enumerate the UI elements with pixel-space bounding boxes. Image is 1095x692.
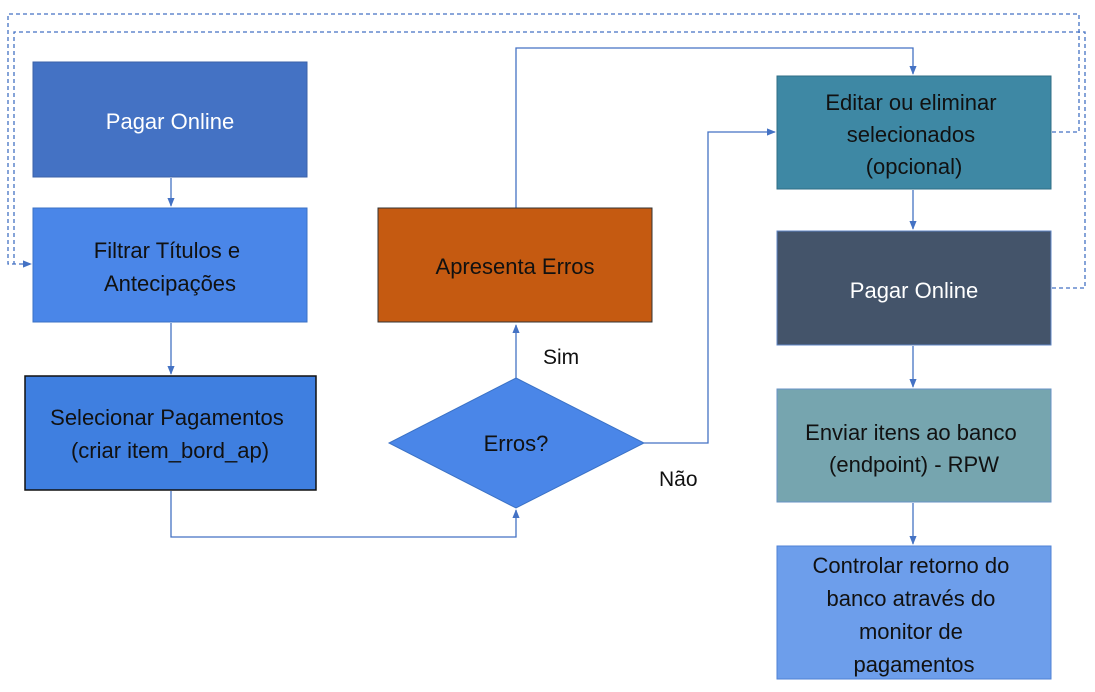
svg-text:Enviar itens ao banco (e: Enviar itens ao banco (endpoint) - RPW [805, 420, 1023, 477]
svg-text:Filtrar Títulos e Anteci: Filtrar Títulos e Antecipações [94, 238, 246, 296]
node-filtrar-line-2: Antecipações [104, 271, 236, 296]
edge-selecionar-to-erros [170, 491, 520, 538]
node-filtrar-line-1: Filtrar Títulos e [94, 238, 240, 263]
edge-pagar-dashed-loop [13, 31, 1086, 289]
node-enviar[interactable]: Enviar itens ao banco (endpoint) - RPW [776, 388, 1052, 503]
svg-text:Pagar Online: Pagar Online [850, 278, 978, 303]
connectors [7, 13, 1086, 545]
node-erros-decision-shape [387, 377, 646, 509]
node-selecionar-shape [24, 375, 317, 491]
svg-text:Selecionar Pagamentos (c: Selecionar Pagamentos (criar item_bord_a… [50, 405, 290, 463]
node-editar[interactable]: Editar ou eliminar selecionados (opciona… [776, 75, 1052, 190]
node-selecionar[interactable]: Selecionar Pagamentos (criar item_bord_a… [24, 375, 317, 491]
node-controlar-line-1: Controlar retorno do [812, 553, 1009, 578]
svg-text:Editar ou eliminar selec: Editar ou eliminar selecionados (opciona… [825, 90, 1002, 179]
svg-text:Erros?: Erros? [484, 431, 549, 456]
node-selecionar-line-1: Selecionar Pagamentos [50, 405, 284, 430]
node-filtrar[interactable]: Filtrar Títulos e Antecipações [32, 207, 308, 323]
node-controlar-line-4: pagamentos [853, 652, 974, 677]
node-selecionar-line-2: (criar item_bord_ap) [71, 438, 269, 463]
node-editar-line-1: Editar ou eliminar [825, 90, 996, 115]
node-pagar-online-right-shape [776, 230, 1052, 346]
svg-text:Apresenta Erros: Apresenta Erros [436, 254, 595, 279]
svg-text:Pagar Online: Pagar Online [106, 109, 234, 134]
node-enviar-shape [776, 388, 1052, 503]
node-controlar-shape [776, 545, 1052, 680]
node-filtrar-shape [32, 207, 308, 323]
edge-label-sim: Sim [543, 346, 579, 369]
node-pagar-online-top[interactable]: Pagar Online [32, 61, 308, 178]
node-apresenta-erros[interactable]: Apresenta Erros [377, 207, 653, 323]
node-apresenta-erros-shape [377, 207, 653, 323]
edge-label-nao: Não [659, 468, 698, 491]
node-controlar-line-3: monitor de [859, 619, 963, 644]
node-pagar-online-right[interactable]: Pagar Online [776, 230, 1052, 346]
node-pagar-online-top-line-1: Pagar Online [106, 109, 234, 134]
node-editar-line-3: (opcional) [866, 154, 963, 179]
svg-text:Controlar retorno do ban: Controlar retorno do banco através do mo… [812, 553, 1015, 677]
node-editar-shape [776, 75, 1052, 190]
edge-editar-dashed-loop [7, 13, 1080, 268]
node-editar-line-2: selecionados [847, 122, 975, 147]
edge-apresenta-to-editar [515, 47, 917, 208]
node-apresenta-erros-line-1: Apresenta Erros [436, 254, 595, 279]
node-enviar-line-2: (endpoint) - RPW [829, 452, 999, 477]
node-pagar-online-top-shape [32, 61, 308, 178]
node-controlar-line-2: banco através do [827, 586, 996, 611]
node-pagar-online-right-line-1: Pagar Online [850, 278, 978, 303]
node-erros-decision[interactable]: Erros? [387, 377, 646, 509]
node-enviar-line-1: Enviar itens ao banco [805, 420, 1017, 445]
edge-erros-nao-to-editar [644, 128, 776, 444]
node-controlar[interactable]: Controlar retorno do banco através do mo… [776, 545, 1052, 680]
node-erros-decision-line-1: Erros? [484, 431, 549, 456]
